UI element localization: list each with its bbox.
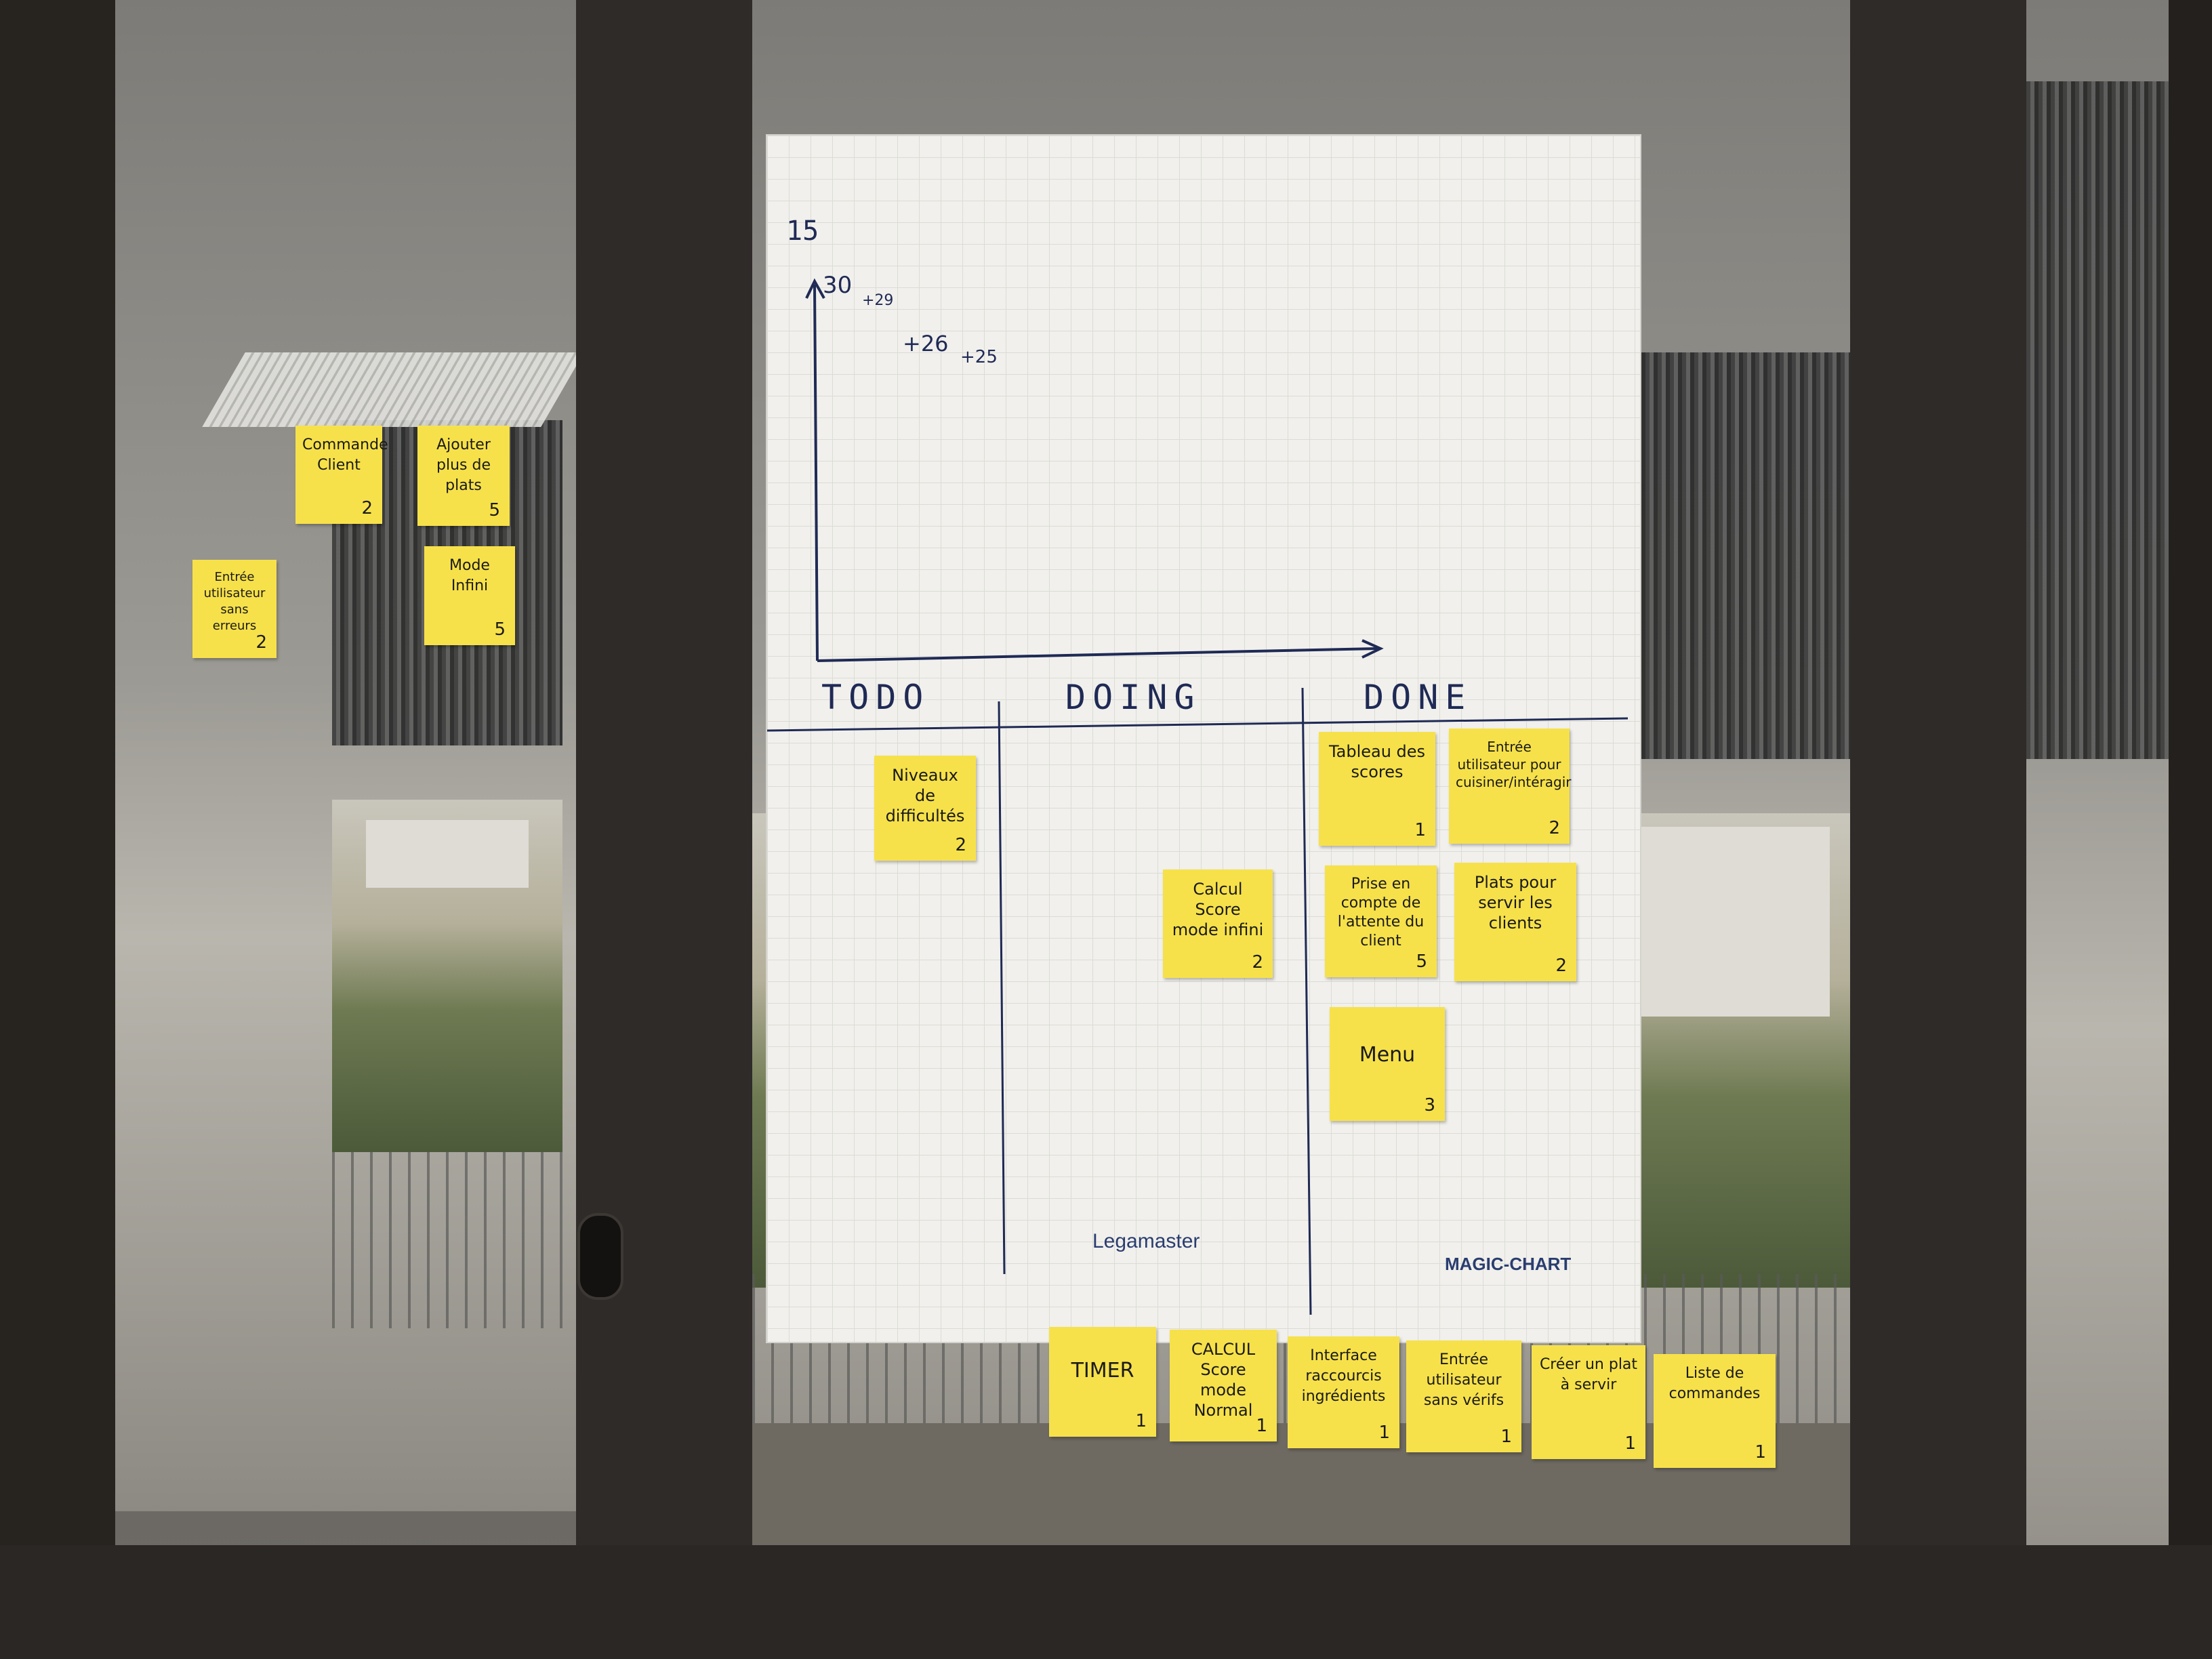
burndown-x-axis — [817, 647, 1378, 662]
column-header-doing: DOING — [1065, 678, 1202, 717]
burndown-point-3: +26 — [903, 331, 949, 356]
sticky-note-done[interactable]: Tableau des scores 1 — [1319, 732, 1435, 846]
column-divider-2 — [1301, 687, 1312, 1315]
window-blind-middle — [1633, 352, 1850, 759]
sticky-note-backlog[interactable]: Ajouter plus de plats 5 — [417, 426, 510, 526]
y-axis-arrow — [805, 278, 825, 299]
burndown-chart: 30 +29 +26 +25 — [767, 272, 1629, 1315]
window-frame-center-right — [1850, 0, 2026, 1659]
sticky-note-todo[interactable]: Niveaux de difficultés 2 — [874, 756, 976, 861]
sticky-note-done[interactable]: Prise en compte de l'attente du client 5 — [1325, 865, 1437, 977]
sticky-note-backlog-bottom[interactable]: Interface raccourcis ingrédients 1 — [1288, 1336, 1399, 1448]
sprint-number: 15 — [786, 216, 819, 247]
window-blind-right — [2026, 81, 2169, 759]
sticky-note-backlog-bottom[interactable]: CALCUL Score mode Normal 1 — [1170, 1330, 1277, 1441]
header-divider-line — [767, 717, 1629, 732]
x-axis-arrow — [1361, 639, 1384, 659]
sticky-note-done[interactable]: Plats pour servir les clients 2 — [1454, 863, 1576, 981]
sticky-note-done[interactable]: Entrée utilisateur pour cuisiner/intérag… — [1449, 729, 1571, 844]
window-frame-center-left — [576, 0, 752, 1659]
sticky-note-backlog-bottom[interactable]: Créer un plat à servir 1 — [1532, 1345, 1645, 1459]
sticky-note-backlog[interactable]: Commande Client 2 — [295, 426, 388, 524]
column-header-todo: TODO — [821, 678, 930, 717]
window-frame-right — [2169, 0, 2212, 1659]
ceiling-light-reflection — [202, 352, 584, 427]
sticky-note-backlog[interactable]: Entrée utilisateur sans erreurs 2 — [192, 560, 276, 658]
sticky-note-backlog-bottom[interactable]: TIMER 1 — [1049, 1327, 1156, 1437]
burndown-point-1: 30 — [823, 272, 852, 299]
sticky-note-done[interactable]: Menu 3 — [1330, 1007, 1445, 1121]
burndown-point-4: +25 — [960, 347, 998, 367]
burndown-y-axis — [813, 284, 819, 661]
window-frame-left — [0, 0, 115, 1659]
window-frame-bottom — [0, 1545, 2212, 1659]
sticky-note-doing[interactable]: Calcul Score mode infini 2 — [1163, 869, 1273, 978]
column-header-done: DONE — [1364, 678, 1473, 717]
window-handle[interactable] — [577, 1213, 623, 1300]
sticky-note-backlog-bottom[interactable]: Liste de commandes 1 — [1654, 1354, 1776, 1468]
column-divider-1 — [998, 701, 1006, 1275]
burndown-point-2: +29 — [862, 292, 893, 309]
nearby-building — [1626, 827, 1830, 1017]
legamaster-logo: Legamaster — [1092, 1230, 1200, 1252]
sticky-note-backlog-bottom[interactable]: Entrée utilisateur sans vérifs 1 — [1406, 1340, 1521, 1452]
magic-chart-logo: MAGIC-CHART — [1445, 1254, 1572, 1274]
distant-building — [366, 820, 529, 888]
balcony-railing-left — [332, 1152, 562, 1328]
sticky-note-backlog[interactable]: Mode Infini 5 — [424, 546, 515, 645]
